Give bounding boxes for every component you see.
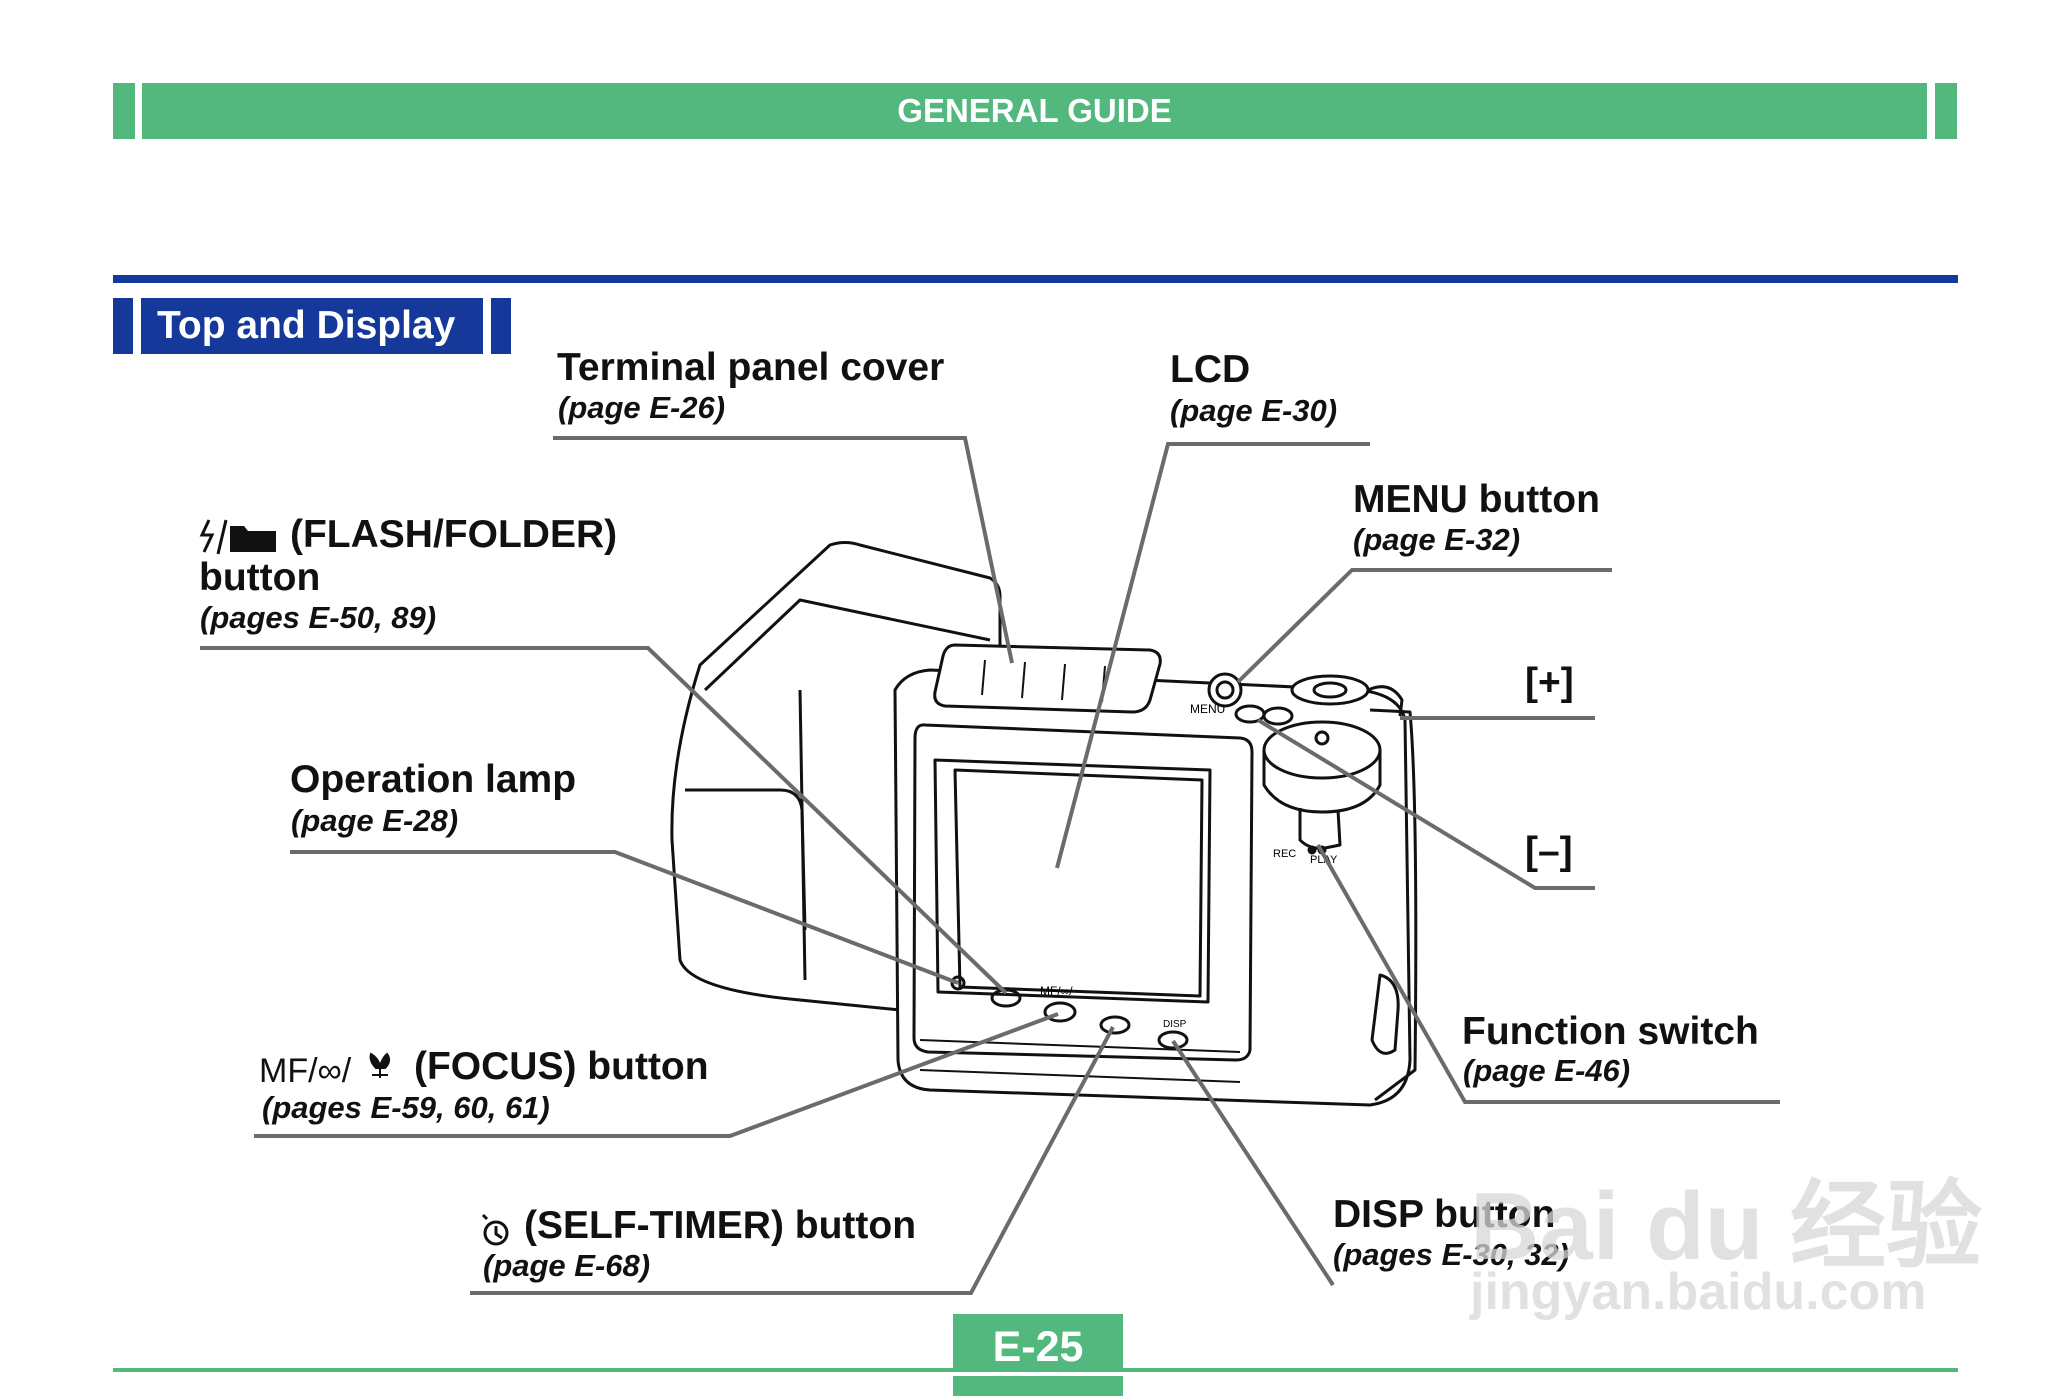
watermark-brand: Bai du 经验 (1470, 1173, 1983, 1280)
leader-lcd (1055, 442, 1370, 869)
section-rule (113, 275, 1958, 283)
self-timer-ref: (page E-68) (483, 1248, 651, 1283)
camera-disp-text: DISP (1163, 1019, 1187, 1030)
leader-selftimer (470, 1026, 1115, 1295)
menu-button-label: MENU button (1353, 478, 1600, 521)
flash-icon (199, 519, 228, 555)
flash-folder-ref: (pages E-50, 89) (200, 600, 437, 635)
leader-minus (1256, 718, 1595, 890)
operation-lamp-ref: (page E-28) (291, 803, 459, 838)
camera-menu-text: MENU (1190, 702, 1225, 716)
header-bar-left (113, 83, 135, 139)
leader-menu (1236, 568, 1612, 684)
section-tab-right (491, 298, 511, 354)
lcd-ref: (page E-30) (1170, 393, 1338, 428)
camera-mf-text: MF/∞/ (1040, 984, 1073, 998)
terminal-panel-cover-ref: (page E-26) (558, 390, 726, 425)
header-bar-right (1935, 83, 1957, 139)
minus-label: [–] (1525, 830, 1573, 873)
disp-button-label: DISP button (1333, 1193, 1556, 1236)
watermark-url: jingyan.baidu.com (1470, 1263, 1927, 1321)
leader-flash (200, 646, 1008, 995)
flash-folder-label: (FLASH/FOLDER) (290, 513, 618, 556)
page-number: E-25 (992, 1323, 1084, 1371)
leader-terminal (553, 436, 1014, 664)
page-number-box (953, 1314, 1123, 1396)
lcd-label: LCD (1170, 348, 1251, 391)
focus-button-label: (FOCUS) button (414, 1045, 709, 1088)
macro-icon (369, 1052, 391, 1078)
folder-icon (230, 526, 276, 552)
leader-focus (254, 1012, 1059, 1138)
leader-disp (1171, 1039, 1335, 1287)
function-switch-ref: (page E-46) (1463, 1053, 1631, 1088)
section-tab-left (113, 298, 133, 354)
terminal-panel-cover-label: Terminal panel cover (557, 346, 945, 389)
camera-rec-text: REC (1273, 848, 1296, 860)
header-title: GENERAL GUIDE (142, 83, 1927, 139)
page-number-divider (953, 1372, 1123, 1376)
leader-lamp (290, 850, 959, 985)
leader-function (1316, 844, 1780, 1104)
self-timer-icon (481, 1213, 509, 1246)
self-timer-label: (SELF-TIMER) button (524, 1204, 917, 1247)
menu-button-ref: (page E-32) (1353, 522, 1521, 557)
camera-play-text: PLAY (1310, 854, 1338, 866)
function-switch-label: Function switch (1462, 1010, 1759, 1053)
focus-prefix: MF/∞/ (259, 1052, 352, 1090)
focus-button-ref: (pages E-59, 60, 61) (262, 1090, 550, 1125)
section-title: Top and Display (141, 298, 483, 354)
disp-button-ref: (pages E-30, 32) (1333, 1237, 1570, 1272)
operation-lamp-label: Operation lamp (290, 758, 577, 801)
flash-folder-label-2: button (199, 556, 321, 599)
plus-label: [+] (1525, 661, 1574, 704)
leader-lines (200, 436, 1780, 1295)
